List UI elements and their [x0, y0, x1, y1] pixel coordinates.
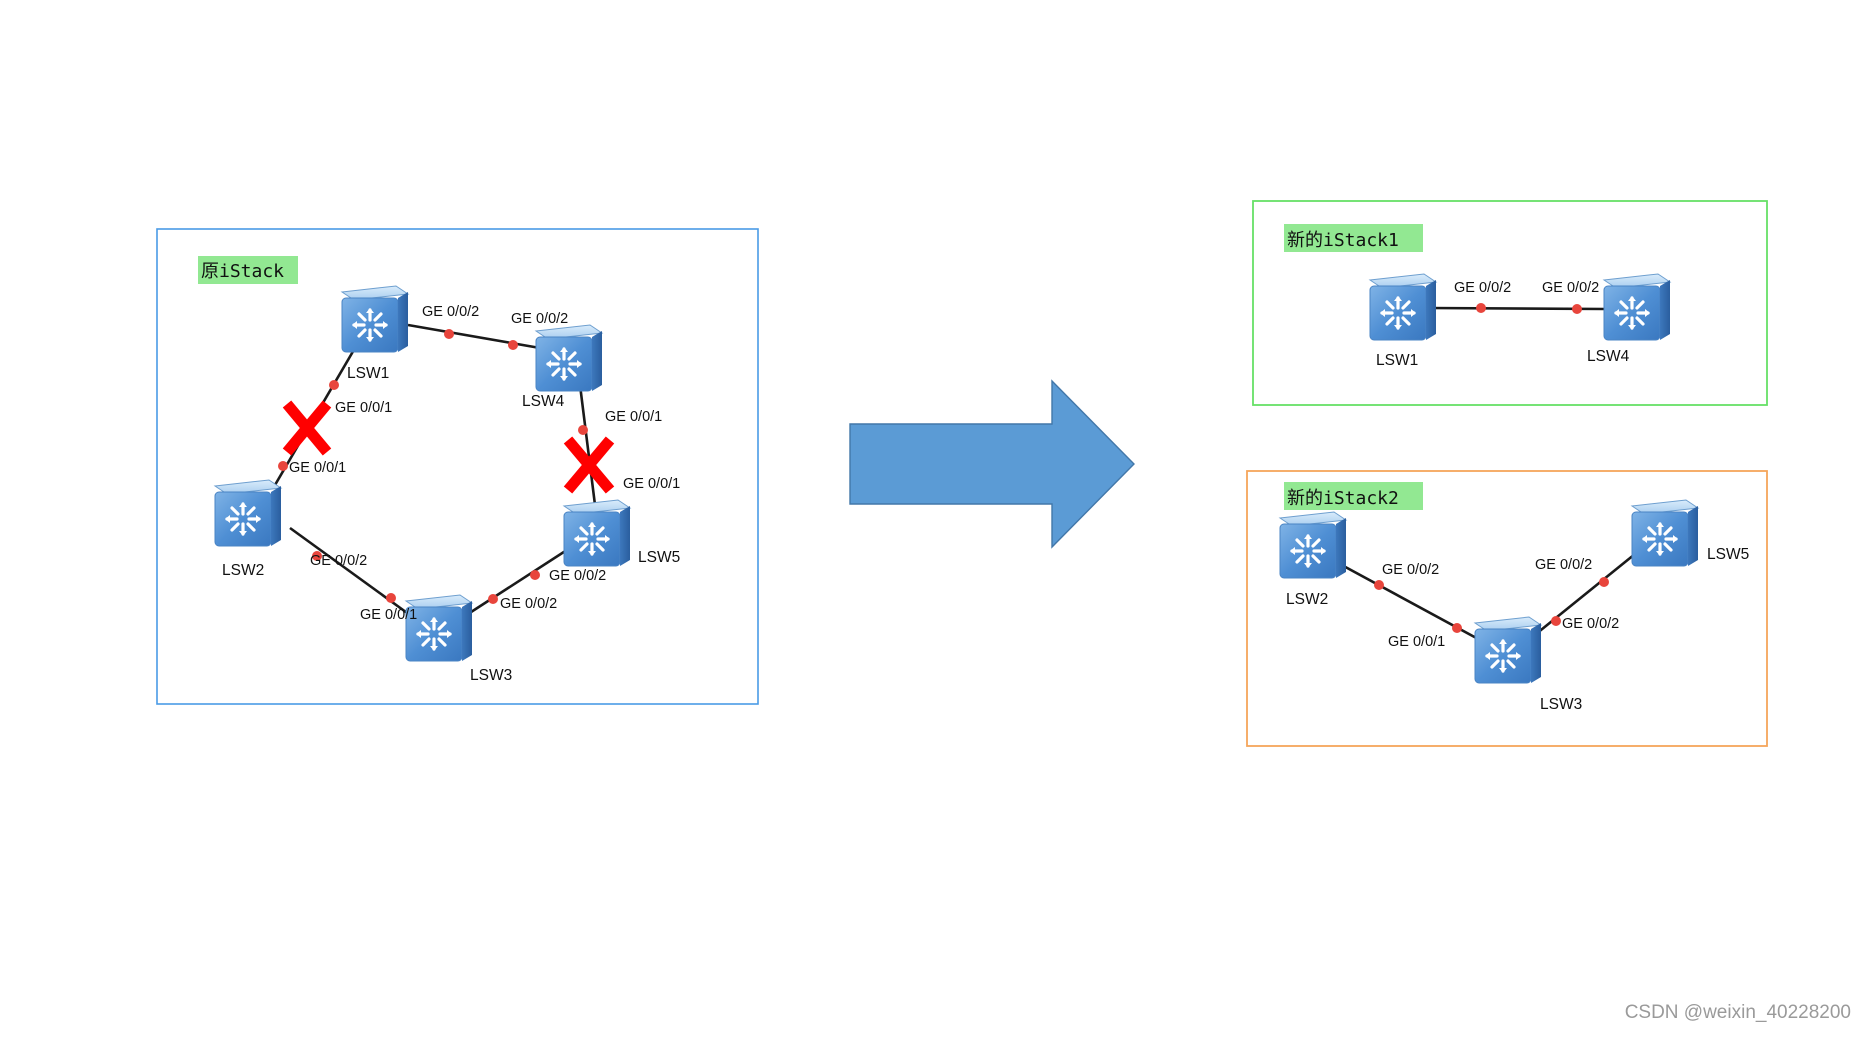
port-dot: [578, 425, 588, 435]
port-label: GE 0/0/2: [1542, 280, 1599, 296]
right-arrow-icon: [849, 379, 1135, 549]
label-lsw1: LSW1: [1376, 352, 1418, 369]
port-label: GE 0/0/2: [1382, 562, 1439, 578]
port-label: GE 0/0/2: [1535, 557, 1592, 573]
port-label: GE 0/0/2: [1454, 280, 1511, 296]
port-label: GE 0/0/1: [335, 400, 392, 416]
new2-tag: 新的iStack2: [1287, 488, 1399, 509]
original-port-dots: [278, 329, 588, 604]
port-dot: [329, 380, 339, 390]
label-lsw5: LSW5: [638, 549, 680, 566]
port-label: GE 0/0/2: [549, 568, 606, 584]
port-label: GE 0/0/1: [605, 409, 662, 425]
label-lsw4: LSW4: [1587, 348, 1630, 365]
port-dot: [1551, 616, 1561, 626]
port-dot: [488, 594, 498, 604]
label-lsw5: LSW5: [1707, 546, 1749, 563]
port-dot: [386, 593, 396, 603]
label-lsw3: LSW3: [470, 667, 512, 684]
label-lsw1: LSW1: [347, 365, 389, 382]
port-dot: [508, 340, 518, 350]
original-tag-bg: [198, 256, 298, 284]
port-label: GE 0/0/1: [360, 607, 417, 623]
new2-port-dots: [1374, 577, 1609, 633]
link-lsw1-lsw4: [407, 323, 541, 350]
label-lsw3: LSW3: [1540, 696, 1582, 713]
label-lsw4: LSW4: [522, 393, 565, 410]
cross-icon-lsw1-lsw2: [282, 400, 332, 456]
label-lsw2: LSW2: [1286, 591, 1328, 608]
port-label: GE 0/0/2: [500, 596, 557, 612]
port-label: GE 0/0/1: [1388, 634, 1445, 650]
link-lsw3-lsw5: [467, 546, 571, 616]
original-tag: 原iStack: [201, 261, 284, 282]
port-label: GE 0/0/2: [511, 311, 568, 327]
label-lsw2: LSW2: [222, 562, 264, 579]
new-istack2-panel: 新的iStack2 LSW2 LSW3 LSW5 GE 0/0/2 GE 0/0…: [1246, 470, 1768, 747]
cross-icon-lsw4-lsw5: [563, 436, 615, 494]
port-label: GE 0/0/2: [422, 304, 479, 320]
port-dot: [444, 329, 454, 339]
new-istack1-panel: 新的iStack1 LSW1 LSW4 GE 0/0/2 GE 0/0/2: [1252, 200, 1768, 406]
watermark: CSDN @weixin_40228200: [1624, 1002, 1851, 1023]
port-label: GE 0/0/1: [289, 460, 346, 476]
port-dot: [1572, 304, 1582, 314]
port-label: GE 0/0/1: [623, 476, 680, 492]
new2-tag-bg: [1284, 482, 1423, 510]
port-dot: [1476, 303, 1486, 313]
port-dot: [1452, 623, 1462, 633]
link-lsw4-lsw5: [578, 384, 597, 506]
port-dot: [1599, 577, 1609, 587]
port-dot: [278, 461, 288, 471]
original-istack-panel: 原iStack LSW1 LSW4 LSW: [156, 228, 759, 705]
port-dot: [312, 551, 322, 561]
port-dot: [530, 570, 540, 580]
port-label: GE 0/0/2: [1562, 616, 1619, 632]
new1-tag-bg: [1284, 224, 1423, 252]
port-dot: [1374, 580, 1384, 590]
port-label: GE 0/0/2: [310, 553, 367, 569]
new1-tag: 新的iStack1: [1287, 230, 1399, 251]
